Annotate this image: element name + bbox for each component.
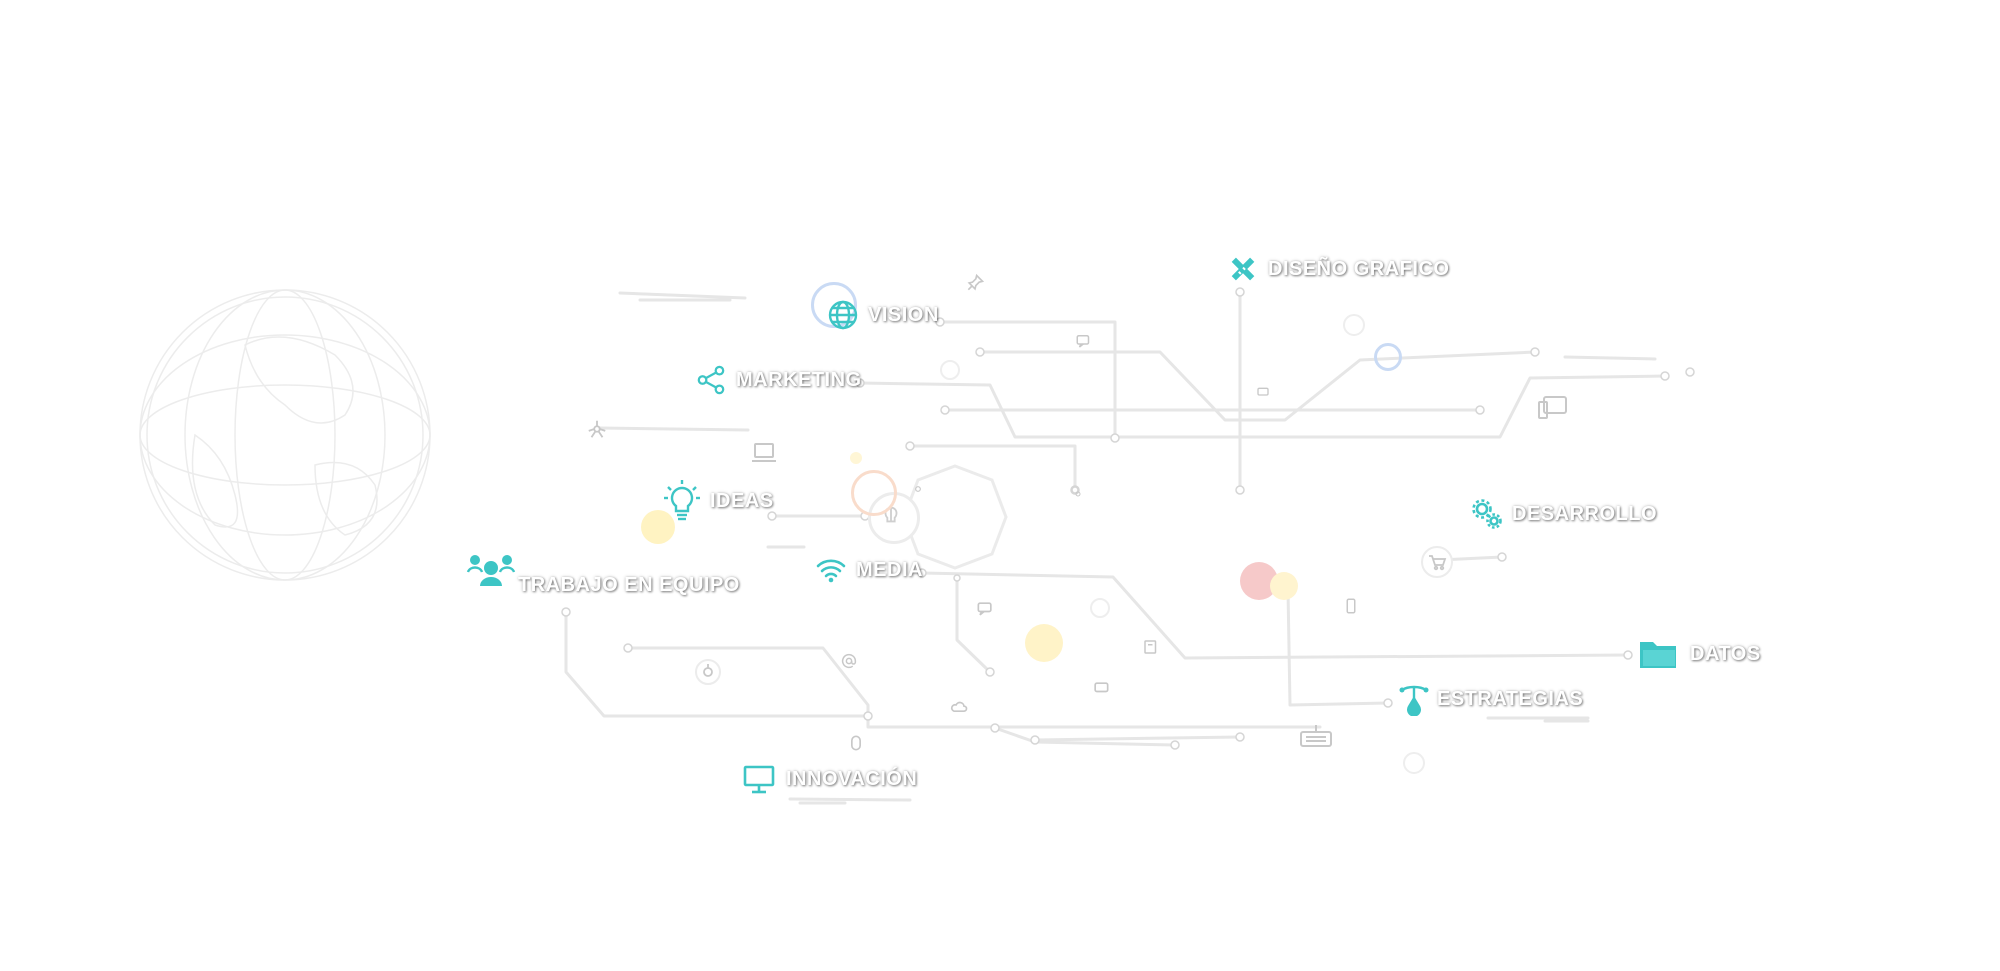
hub-octagon <box>902 464 1008 570</box>
chat-icon <box>1090 678 1112 700</box>
node-vision[interactable]: VISION <box>826 298 939 332</box>
chat-icon <box>1253 382 1275 404</box>
yellow-dot <box>641 510 675 544</box>
design-tools-icon <box>1226 252 1260 286</box>
mouse-icon <box>845 732 867 754</box>
node-trabajo-en-equipo[interactable]: TRABAJO EN EQUIPO <box>466 548 740 597</box>
node-estrategias[interactable]: ESTRATEGIAS <box>1397 682 1583 716</box>
share-icon <box>694 363 728 397</box>
gears-icon <box>1470 497 1504 531</box>
cloud-icon <box>948 696 970 718</box>
grey-ring <box>1090 598 1110 618</box>
node-label: INNOVACIÓN <box>786 767 918 790</box>
chat-icon <box>974 598 996 620</box>
yellow-dot <box>850 452 862 464</box>
orange-ring <box>851 470 897 516</box>
globe-wireframe-icon <box>139 289 431 581</box>
lightbulb-icon <box>662 479 702 523</box>
pin-icon <box>964 272 986 294</box>
node-label: VISION <box>868 303 939 326</box>
node-ideas[interactable]: IDEAS <box>662 479 774 523</box>
laptop-icon <box>750 440 778 466</box>
dot-icon <box>1067 483 1089 505</box>
globe-icon <box>826 298 860 332</box>
node-label: DISEÑO GRAFICO <box>1268 257 1450 280</box>
tablet-icon <box>1536 394 1570 422</box>
node-diseno-grafico[interactable]: DISEÑO GRAFICO <box>1226 252 1449 286</box>
yellow-dot <box>1025 624 1063 662</box>
monitor-icon <box>742 762 776 796</box>
dot-icon <box>907 478 929 500</box>
cart-icon <box>1420 545 1454 579</box>
node-marketing[interactable]: MARKETING <box>694 363 862 397</box>
node-label: ESTRATEGIAS <box>1437 687 1584 710</box>
keyboard-icon <box>1298 722 1334 750</box>
network-icon <box>586 418 608 440</box>
wifi-icon <box>814 553 848 587</box>
phone-icon <box>1340 595 1362 617</box>
node-label: TRABAJO EN EQUIPO <box>518 574 740 596</box>
node-label: IDEAS <box>710 489 774 512</box>
team-icon <box>466 552 516 594</box>
camera-icon <box>694 658 722 686</box>
node-label: MARKETING <box>736 368 862 391</box>
strategy-icon <box>1397 682 1431 716</box>
folder-icon <box>1638 636 1678 672</box>
node-label: DATOS <box>1690 642 1761 665</box>
node-label: DESARROLLO <box>1512 502 1657 525</box>
node-label: MEDIA <box>856 558 923 581</box>
envelope-icon <box>1140 636 1162 658</box>
node-datos[interactable]: DATOS <box>1638 636 1761 672</box>
chat-icon <box>1073 330 1095 352</box>
yellow-dot <box>1270 572 1298 600</box>
grey-ring <box>940 360 960 380</box>
grey-ring <box>1343 314 1365 336</box>
node-desarrollo[interactable]: DESARROLLO <box>1470 497 1657 531</box>
at-icon <box>838 650 860 672</box>
node-media[interactable]: MEDIA <box>814 553 923 587</box>
blue-ring <box>811 282 857 328</box>
grey-ring <box>1403 752 1425 774</box>
node-innovacion[interactable]: INNOVACIÓN <box>742 762 917 796</box>
blue-ring <box>1374 343 1402 371</box>
